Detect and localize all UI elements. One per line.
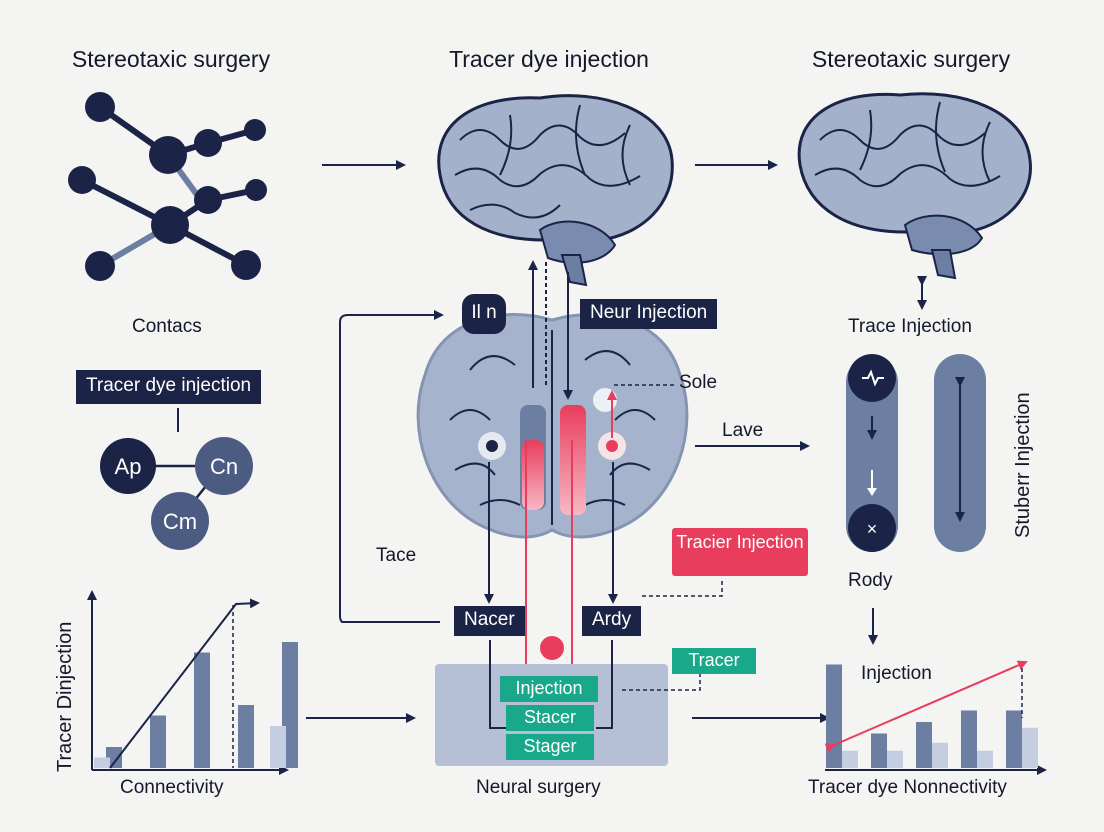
label-injection: Injection [861, 663, 932, 684]
bar-2-2-3 [932, 742, 948, 768]
brain-center-top [437, 94, 674, 287]
dashed-tracer [622, 672, 701, 691]
pill-chain-left: × [846, 354, 898, 552]
label-lave: Lave [722, 420, 764, 441]
label-contacs: Contacs [132, 316, 202, 337]
title-right: Stereotaxic surgery [811, 46, 1011, 72]
node-triangle: Ap Cn Cm [100, 408, 253, 550]
bar-1-1-2 [150, 715, 166, 768]
bar-2-2-1 [842, 750, 858, 768]
box-nacer: Nacer [454, 606, 525, 636]
bar-2-1-5 [1006, 710, 1022, 768]
red-dot [540, 636, 564, 660]
box-ardy: Ardy [582, 606, 642, 636]
title-left: Stereotaxic surgery [71, 46, 271, 72]
pill-chain-right [934, 354, 986, 552]
bar-2-1-1 [826, 664, 842, 768]
brain-center-coronal [416, 313, 689, 539]
box-tracier-injection: Tracier Injection [672, 528, 808, 576]
brain-right-top [797, 92, 1032, 280]
bracket-lines [489, 640, 613, 729]
bar-2-1-4 [961, 710, 977, 768]
trend-line-right [824, 660, 1028, 753]
box-iln: Il n [462, 294, 506, 334]
bar-1-1-3 [194, 652, 210, 768]
box-tracer-dye-injection: Tracer dye injection [76, 370, 262, 404]
box-stager: Stager [506, 734, 594, 760]
loop-arrow-left [339, 310, 444, 623]
node-cn: Cn [210, 454, 238, 479]
chart-left [87, 590, 298, 775]
molecule-network [68, 92, 267, 281]
box-tracer: Tracer [672, 648, 756, 674]
label-tace: Tace [376, 545, 417, 566]
bar-2-2-5 [1022, 727, 1038, 768]
bar-2-1-3 [916, 722, 932, 768]
dashed-ardy-tracier [642, 578, 723, 597]
bar-2-2-4 [977, 750, 993, 768]
label-connectivity: Connectivity [120, 777, 224, 798]
bar-2-2-2 [887, 750, 903, 768]
bar-1-1-4 [238, 705, 254, 768]
bar-1-2-5 [270, 726, 286, 768]
box-neur-injection: Neur Injection [580, 299, 718, 329]
bar-1-2-1 [94, 757, 110, 768]
label-trace-injection: Trace Injection [848, 316, 972, 337]
chart-right [824, 660, 1047, 775]
box-injection: Injection [500, 676, 598, 702]
node-cm: Cm [163, 509, 197, 534]
label-stuberr-injection: Stuberr Injection [1012, 392, 1034, 538]
bar-2-1-2 [871, 733, 887, 768]
title-center: Tracer dye injection [449, 46, 649, 72]
label-tracer-dye-nonnectivity: Tracer dye Nonnectivity [808, 777, 1007, 798]
trend-line-left [109, 598, 260, 769]
close-icon: × [867, 519, 878, 539]
label-tracer-dinjection: Tracer Dinjection [54, 621, 76, 772]
box-stacer: Stacer [506, 705, 594, 731]
label-sole: Sole [679, 372, 718, 393]
node-ap: Ap [115, 454, 142, 479]
label-rody: Rody [848, 570, 893, 591]
label-neural-surgery: Neural surgery [476, 777, 601, 798]
